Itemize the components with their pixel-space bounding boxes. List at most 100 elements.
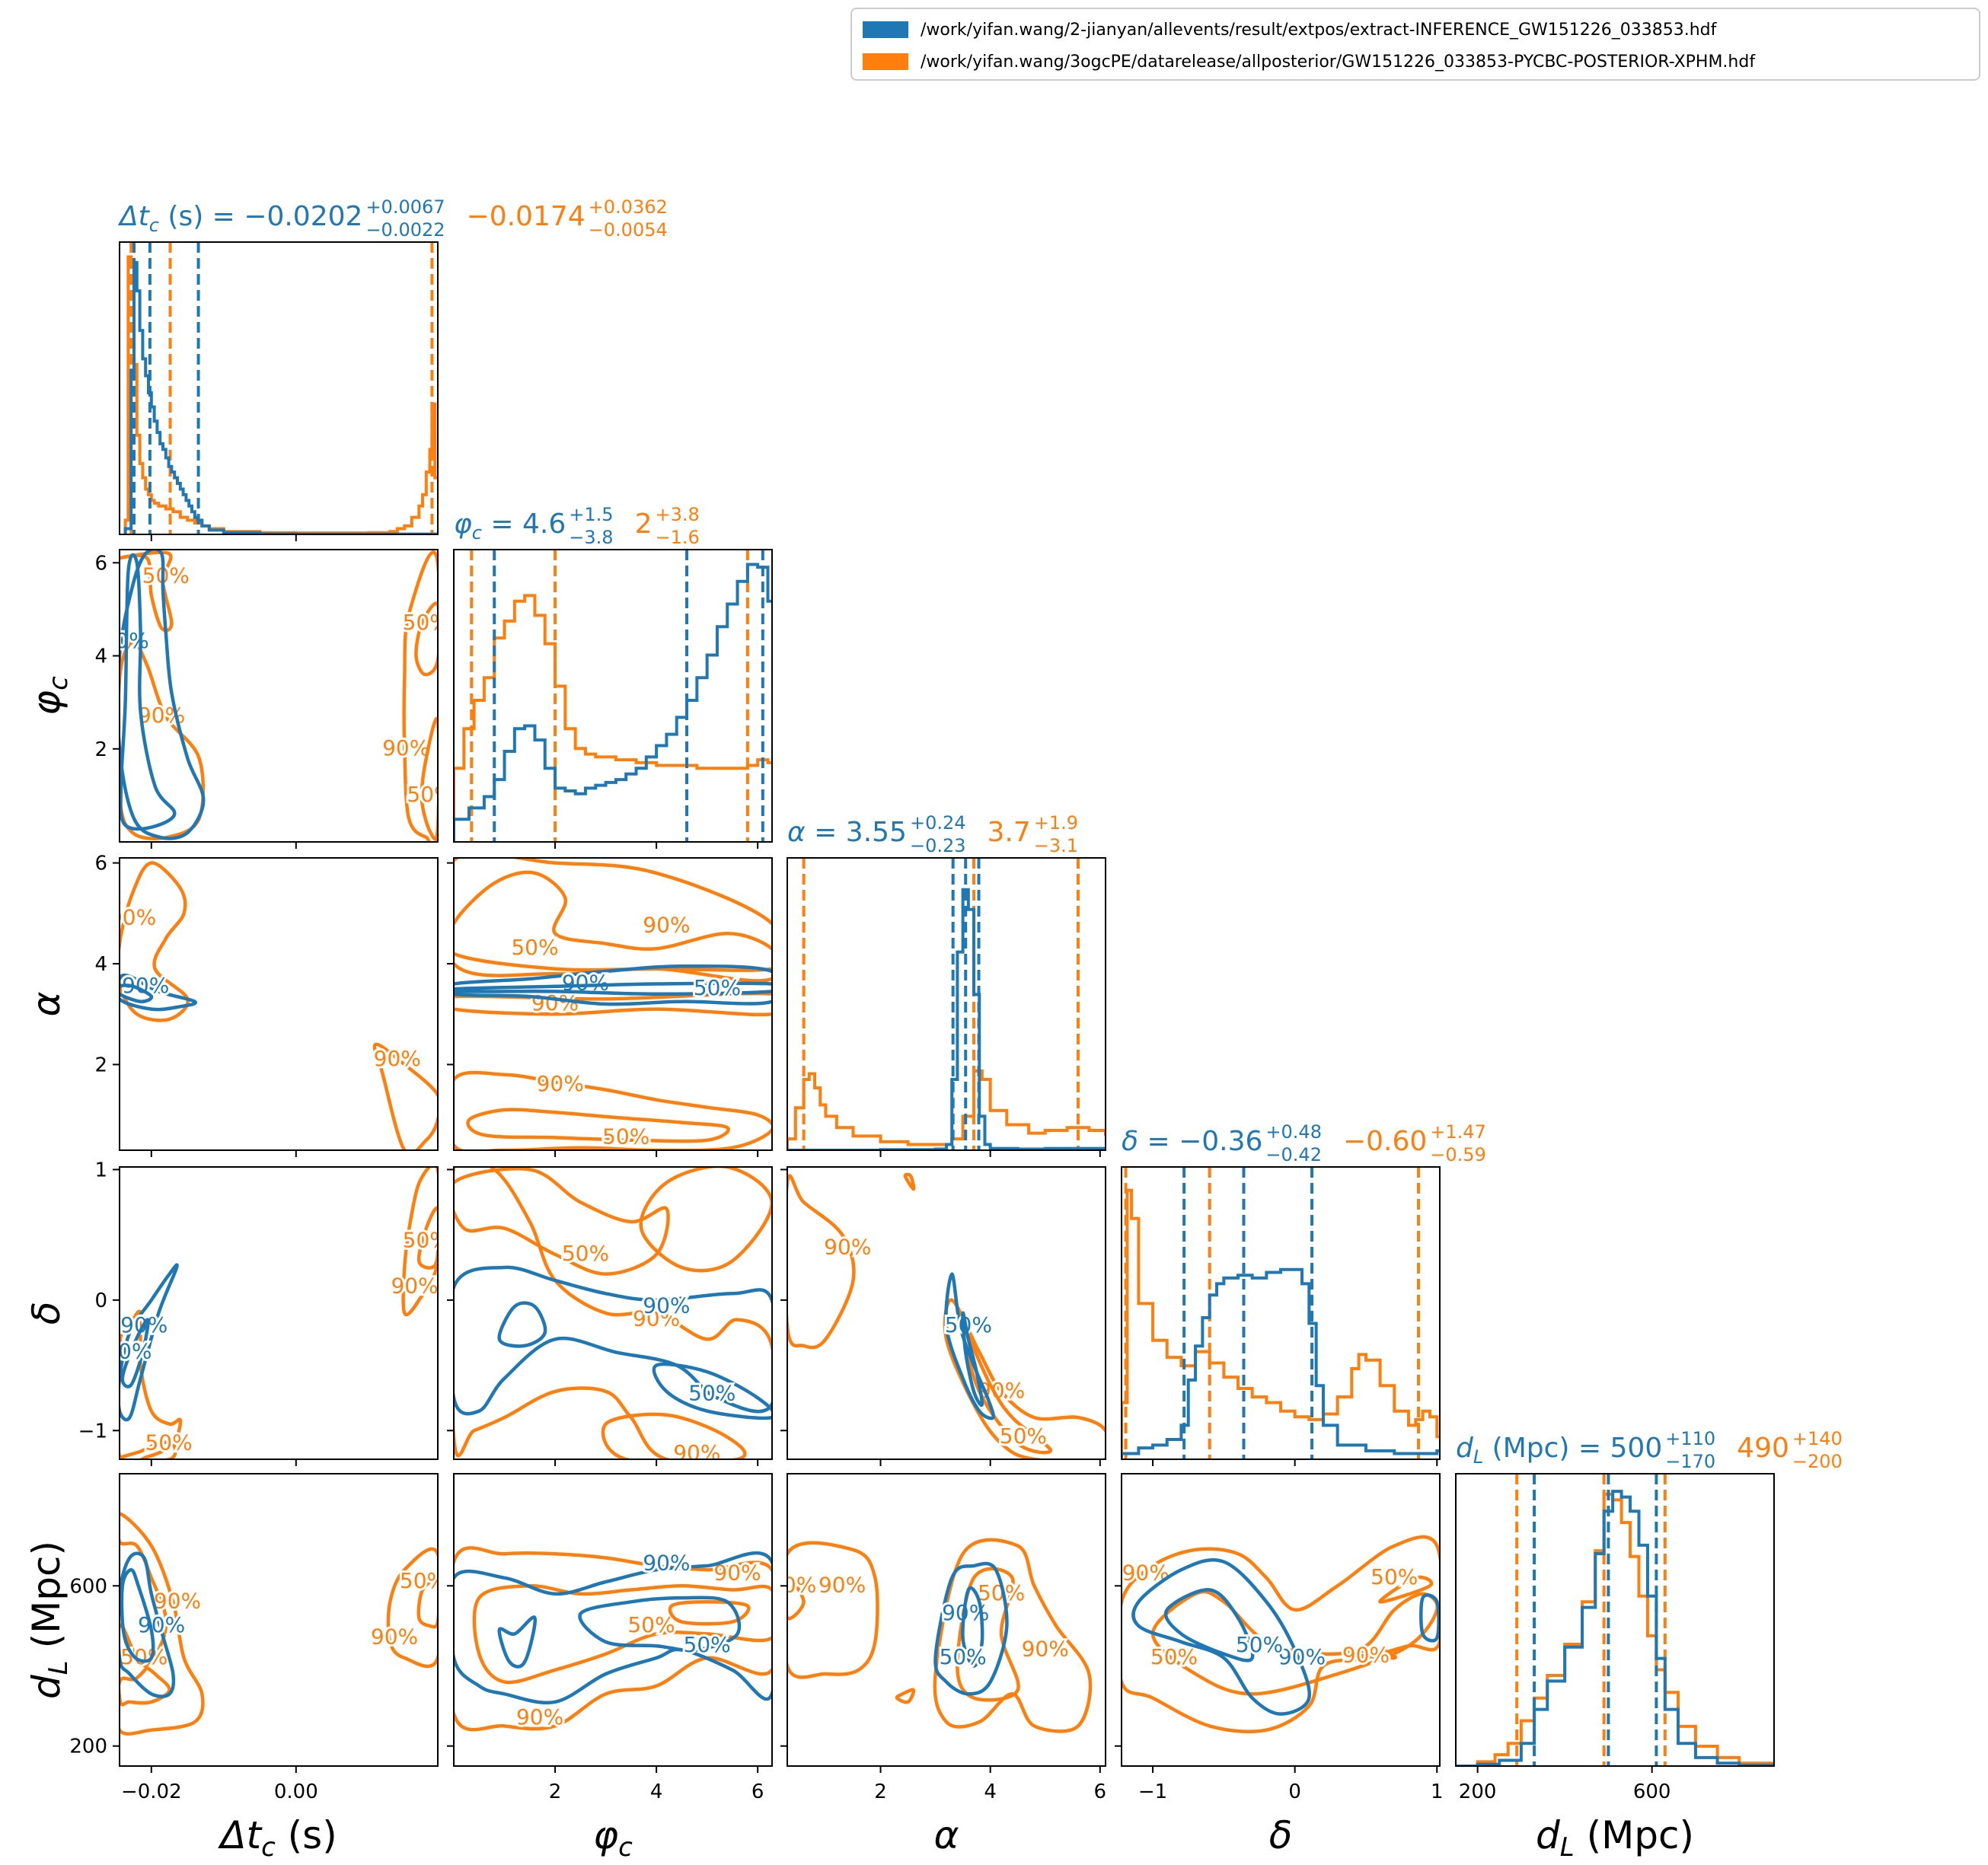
param-title-dl-orange-plus: +140: [1792, 1428, 1843, 1449]
param-title-phic-blue-minus: −3.8: [569, 527, 613, 548]
xaxis-label-phic: φc: [593, 1813, 633, 1863]
histogram-tc-blue: [123, 260, 438, 534]
xtick-label-phic-1: 4: [650, 1781, 663, 1803]
panel-frame-4-0: [119, 1473, 439, 1767]
contour-blue-1: [961, 1586, 984, 1668]
param-title-delta-orange-median: −0.60: [1343, 1126, 1427, 1157]
contour-label-orange-1: 90%: [769, 1572, 816, 1597]
legend-swatch-orange: [863, 53, 908, 70]
yaxis-label-group-phic: φc: [24, 676, 74, 716]
contour-blue-0: [120, 1551, 176, 1698]
param-title-alpha-orange-median: 3.7: [988, 817, 1031, 848]
contour-label-blue-0: 90%: [643, 1293, 690, 1318]
contour-blue-1: [497, 1615, 537, 1669]
param-title-dl-blue-plus: +110: [1665, 1428, 1715, 1449]
param-title-phic-orange-minus: −1.6: [655, 527, 699, 548]
contour-orange-4: [420, 716, 438, 841]
yaxis-label-delta: δ: [24, 1302, 69, 1325]
xtick-label-alpha-2: 6: [1094, 1781, 1107, 1803]
contour-orange-0: [787, 1174, 856, 1350]
contour-label-orange-0: 90%: [109, 904, 156, 929]
contour-orange-0: [454, 1546, 772, 1732]
contour-orange-1: [787, 1576, 806, 1621]
contour-orange-1: [454, 1167, 772, 1459]
contour-orange-2: [401, 1167, 438, 1317]
param-title-dl-orange-minus: −200: [1792, 1451, 1843, 1472]
param-title-phic: φc = 4.6: [454, 508, 566, 544]
xaxis-label-alpha: α: [934, 1813, 959, 1857]
contour-orange-3: [601, 1412, 747, 1459]
ytick-label-phic-0: 2: [94, 738, 107, 761]
param-title-tc-orange-plus: +0.0362: [589, 196, 668, 218]
contour-label-orange-4: 50%: [602, 1124, 649, 1149]
legend-entry-orange: /work/yifan.wang/3ogcPE/datarelease/allp…: [863, 47, 1755, 76]
xtick-label-tc-0: −0.02: [121, 1781, 182, 1803]
contour-label-orange-0: 90%: [818, 1572, 866, 1597]
histogram-phic: [454, 550, 772, 842]
contour-label-orange-0: 90%: [516, 1704, 563, 1730]
contour-orange-2: [386, 1547, 438, 1669]
contour-label-orange-3: 50%: [1000, 1423, 1047, 1449]
xtick-label-dl-0: 200: [1459, 1781, 1497, 1803]
ytick-label-alpha-1: 4: [94, 953, 107, 976]
param-title-delta-orange-minus: −0.59: [1430, 1144, 1486, 1165]
param-title-alpha-orange-minus: −3.1: [1034, 835, 1078, 856]
xaxis-label-dl: dL (Mpc): [1536, 1813, 1694, 1863]
param-title-delta-orange-plus: +1.47: [1430, 1121, 1486, 1143]
contour-label-blue-0: 90%: [138, 1612, 185, 1637]
contour-label-orange-0: 90%: [154, 1588, 201, 1613]
contour-label-blue-1: 50%: [1236, 1632, 1283, 1657]
contour-panel-alpha-vs-tc: 90%90%90%: [109, 861, 438, 1150]
contour-label-blue-1: 50%: [940, 1644, 987, 1669]
xtick-label-alpha-0: 2: [874, 1781, 887, 1803]
panel-frame-2-1: [453, 857, 773, 1151]
contour-label-orange-2: 50%: [1371, 1564, 1418, 1589]
panel-frame-1-1: [453, 549, 773, 843]
param-title-delta-blue-minus: −0.42: [1265, 1144, 1322, 1165]
ytick-label-delta-1: 0: [94, 1290, 107, 1312]
contour-orange-2: [402, 550, 438, 842]
contour-panel-delta-vs-tc: 90%50%90%50%90%50%: [120, 1167, 438, 1459]
xaxis-label-tc: Δtc (s): [217, 1813, 337, 1863]
contour-blue-1: [120, 984, 154, 1003]
param-title-alpha: α = 3.55: [787, 817, 907, 848]
contour-label-orange-0: 50%: [562, 1241, 609, 1266]
xtick-label-delta-1: 0: [1288, 1781, 1301, 1803]
panel-frame-0-0: [119, 241, 439, 535]
param-title-dl-blue-minus: −170: [1665, 1451, 1715, 1472]
contour-label-orange-1: 50%: [142, 563, 190, 588]
contour-label-orange-4: 50%: [407, 782, 454, 807]
ytick-label-phic-2: 6: [94, 552, 107, 575]
histogram-tc: [123, 242, 438, 534]
ytick-label-alpha-0: 2: [94, 1054, 107, 1076]
ytick-label-delta-0: −1: [78, 1420, 107, 1443]
contour-label-orange-2: 90%: [382, 735, 429, 760]
contour-orange-0: [787, 1541, 879, 1679]
contour-blue-1: [120, 1567, 155, 1663]
contour-blue-0: [120, 973, 198, 1012]
xaxis-label-delta: δ: [1269, 1813, 1293, 1857]
param-title-phic-blue-plus: +1.5: [569, 504, 613, 525]
contour-blue-0: [120, 550, 206, 840]
legend: /work/yifan.wang/2-jianyan/allevents/res…: [850, 8, 1980, 81]
histogram-delta: [1122, 1167, 1440, 1459]
panel-frame-2-2: [787, 857, 1106, 1151]
contour-orange-3: [416, 1578, 438, 1629]
param-title-dl-orange-median: 490: [1737, 1433, 1789, 1464]
contour-label-blue-0: 50%: [945, 1312, 992, 1337]
contour-panel-phic-vs-tc: 90%50%90%50%50%90%: [120, 550, 454, 842]
yaxis-label-alpha: α: [24, 991, 69, 1016]
param-title-tc-orange-minus: −0.0054: [589, 219, 668, 241]
histogram-phic-blue: [454, 563, 772, 842]
ytick-label-dl-0: 200: [69, 1736, 107, 1758]
panel-frame-4-4: [1455, 1473, 1775, 1767]
contour-label-orange-0: 90%: [643, 912, 690, 937]
contour-orange-0: [120, 861, 190, 1022]
ytick-label-dl-1: 600: [69, 1575, 107, 1598]
contour-orange-0: [120, 1512, 205, 1736]
contour-label-orange-1: 50%: [627, 1612, 675, 1637]
histogram-dl: [1456, 1474, 1774, 1766]
contour-orange-3: [1350, 1648, 1397, 1660]
contour-blue-2: [578, 1596, 742, 1653]
